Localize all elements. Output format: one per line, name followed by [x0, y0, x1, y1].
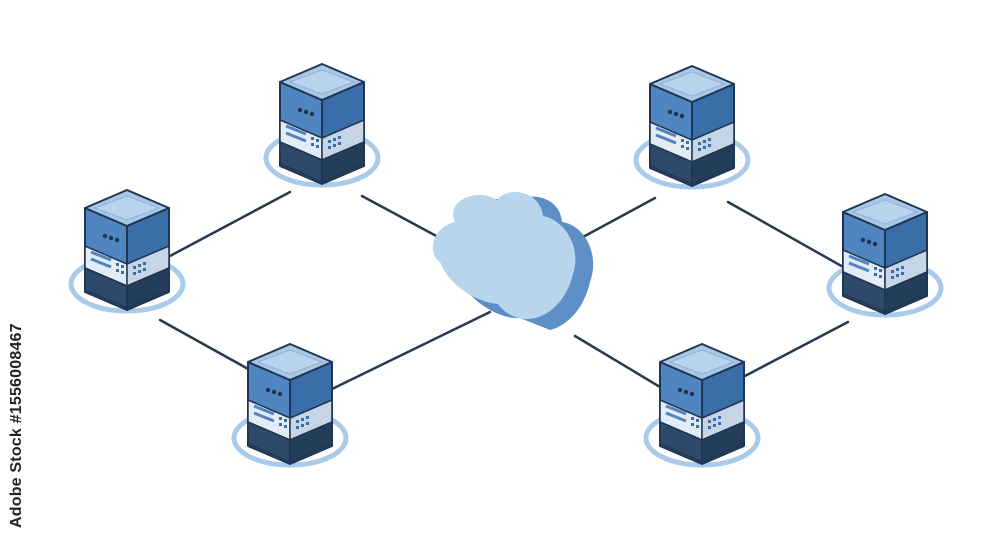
stock-id-watermark: Adobe Stock #1556008467: [8, 323, 26, 528]
server-top-right: [636, 66, 748, 187]
server-bottom-right: [646, 344, 758, 465]
server-right: [829, 194, 941, 315]
link-right-bottomright: [743, 320, 850, 378]
server-left: [71, 190, 183, 311]
server-top-left: [266, 64, 378, 185]
cloud-icon: [432, 192, 594, 330]
link-bottomright-cloud: [573, 334, 667, 392]
stock-brand: Adobe Stock: [8, 428, 25, 528]
stock-id-hash: #: [8, 414, 25, 424]
link-left-bottomleft: [158, 318, 252, 372]
stock-id-number: 1556008467: [8, 323, 25, 415]
link-topright-right: [726, 200, 847, 270]
connection-lines: [158, 190, 850, 392]
link-bottomleft-cloud: [328, 310, 492, 392]
server-bottom-left: [234, 344, 346, 465]
link-topleft-left: [168, 190, 292, 258]
link-topleft-cloud: [360, 194, 442, 240]
